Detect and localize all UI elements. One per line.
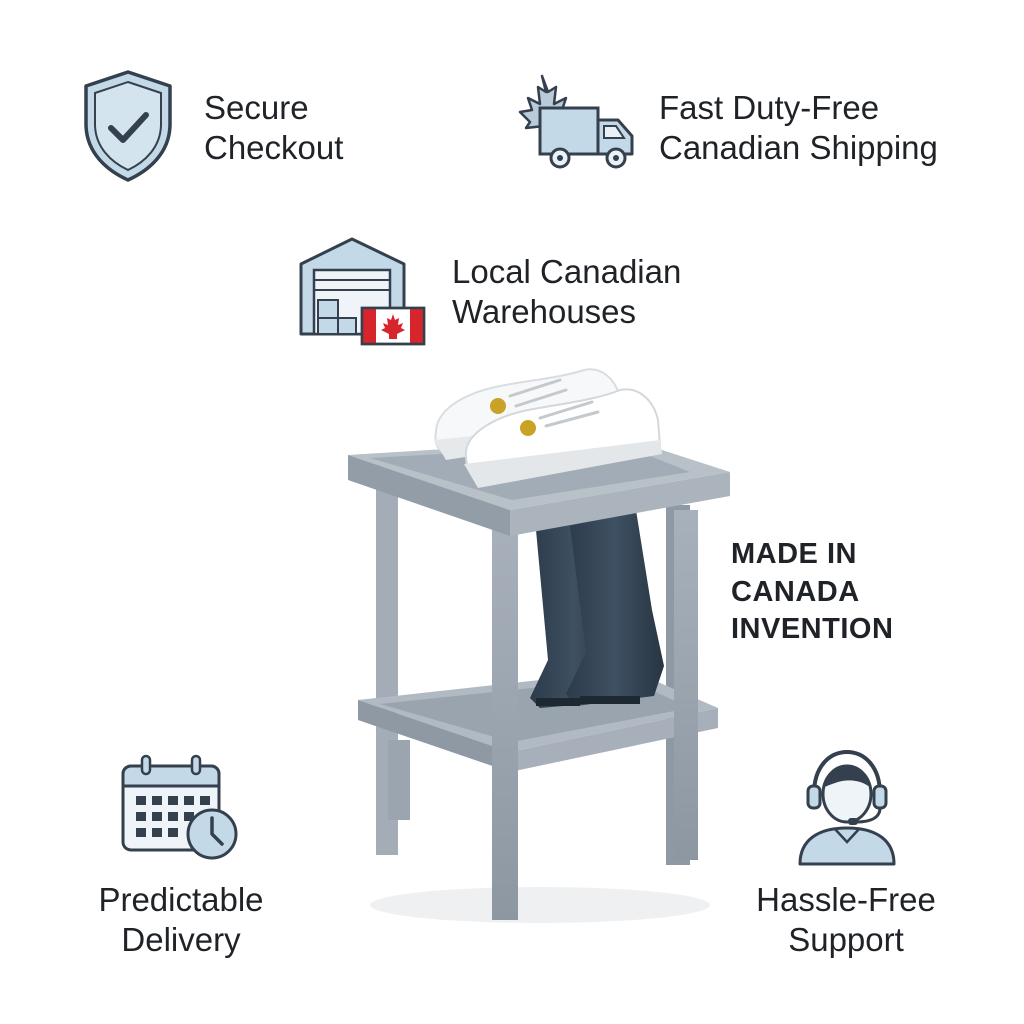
- headset-agent-icon: [798, 749, 896, 866]
- shipping-label: Fast Duty-Free Canadian Shipping: [659, 89, 938, 166]
- warehouse-label: Local Canadian Warehouses: [452, 253, 682, 330]
- warehouse-flag-icon: [299, 237, 426, 346]
- support-label: Hassle-Free Support: [756, 881, 936, 958]
- secure-checkout-label: Secure Checkout: [204, 89, 344, 166]
- shield-check-icon: [84, 70, 172, 182]
- calendar-clock-icon: [121, 754, 238, 860]
- delivery-label: Predictable Delivery: [98, 881, 264, 958]
- two-tier-shoe-rack-illustration: [348, 368, 730, 923]
- made-in-canada-callout: MADE IN CANADA INVENTION: [731, 538, 894, 645]
- maple-leaf-truck-icon: [518, 74, 634, 169]
